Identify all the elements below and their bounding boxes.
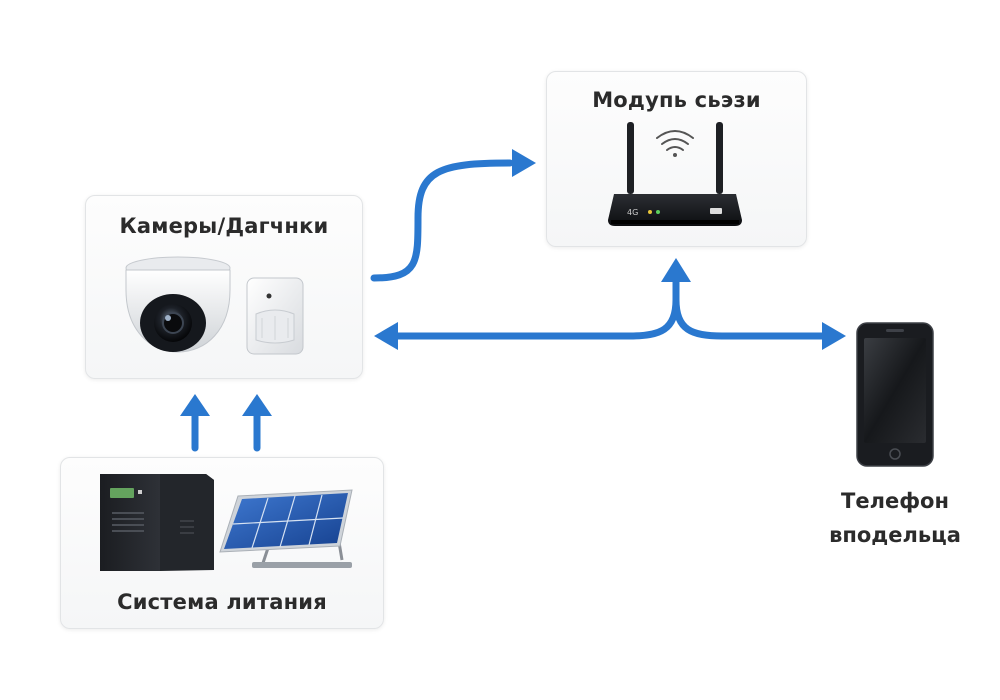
owner-phone-label: Телефон вподельца [820,484,970,552]
solar-panel-icon [219,489,353,568]
owner-phone-label-line1: Телефон [841,489,949,513]
arrow-cameras-to-module [370,159,514,282]
power-system-label: Система литания [117,590,327,614]
arrowhead-power-1 [180,394,210,416]
owner-phone-label-line2: вподельца [829,523,961,547]
router-4g-text: 4G [627,208,638,217]
smartphone-icon [856,322,934,467]
arrowhead-to-phone [822,322,846,350]
arrowhead-up-module [661,258,691,282]
arrows [191,159,830,452]
dome-camera-icon [125,256,231,353]
ups-icon [100,474,214,571]
router-icon: 4G [608,122,742,226]
cameras-sensors-label: Камеры/Дагчнки [119,214,329,238]
motion-sensor-icon [246,277,304,355]
arrow-module-to-cameras [388,274,680,340]
arrow-heads [180,149,846,416]
arrowhead-power-2 [242,394,272,416]
arrow-module-to-phone [672,296,830,340]
arrowhead-to-cameras [374,322,398,350]
arrowhead-to-module [512,149,536,177]
wifi-icon [656,130,694,157]
communication-module-label: Модупь сьэзи [592,88,761,112]
